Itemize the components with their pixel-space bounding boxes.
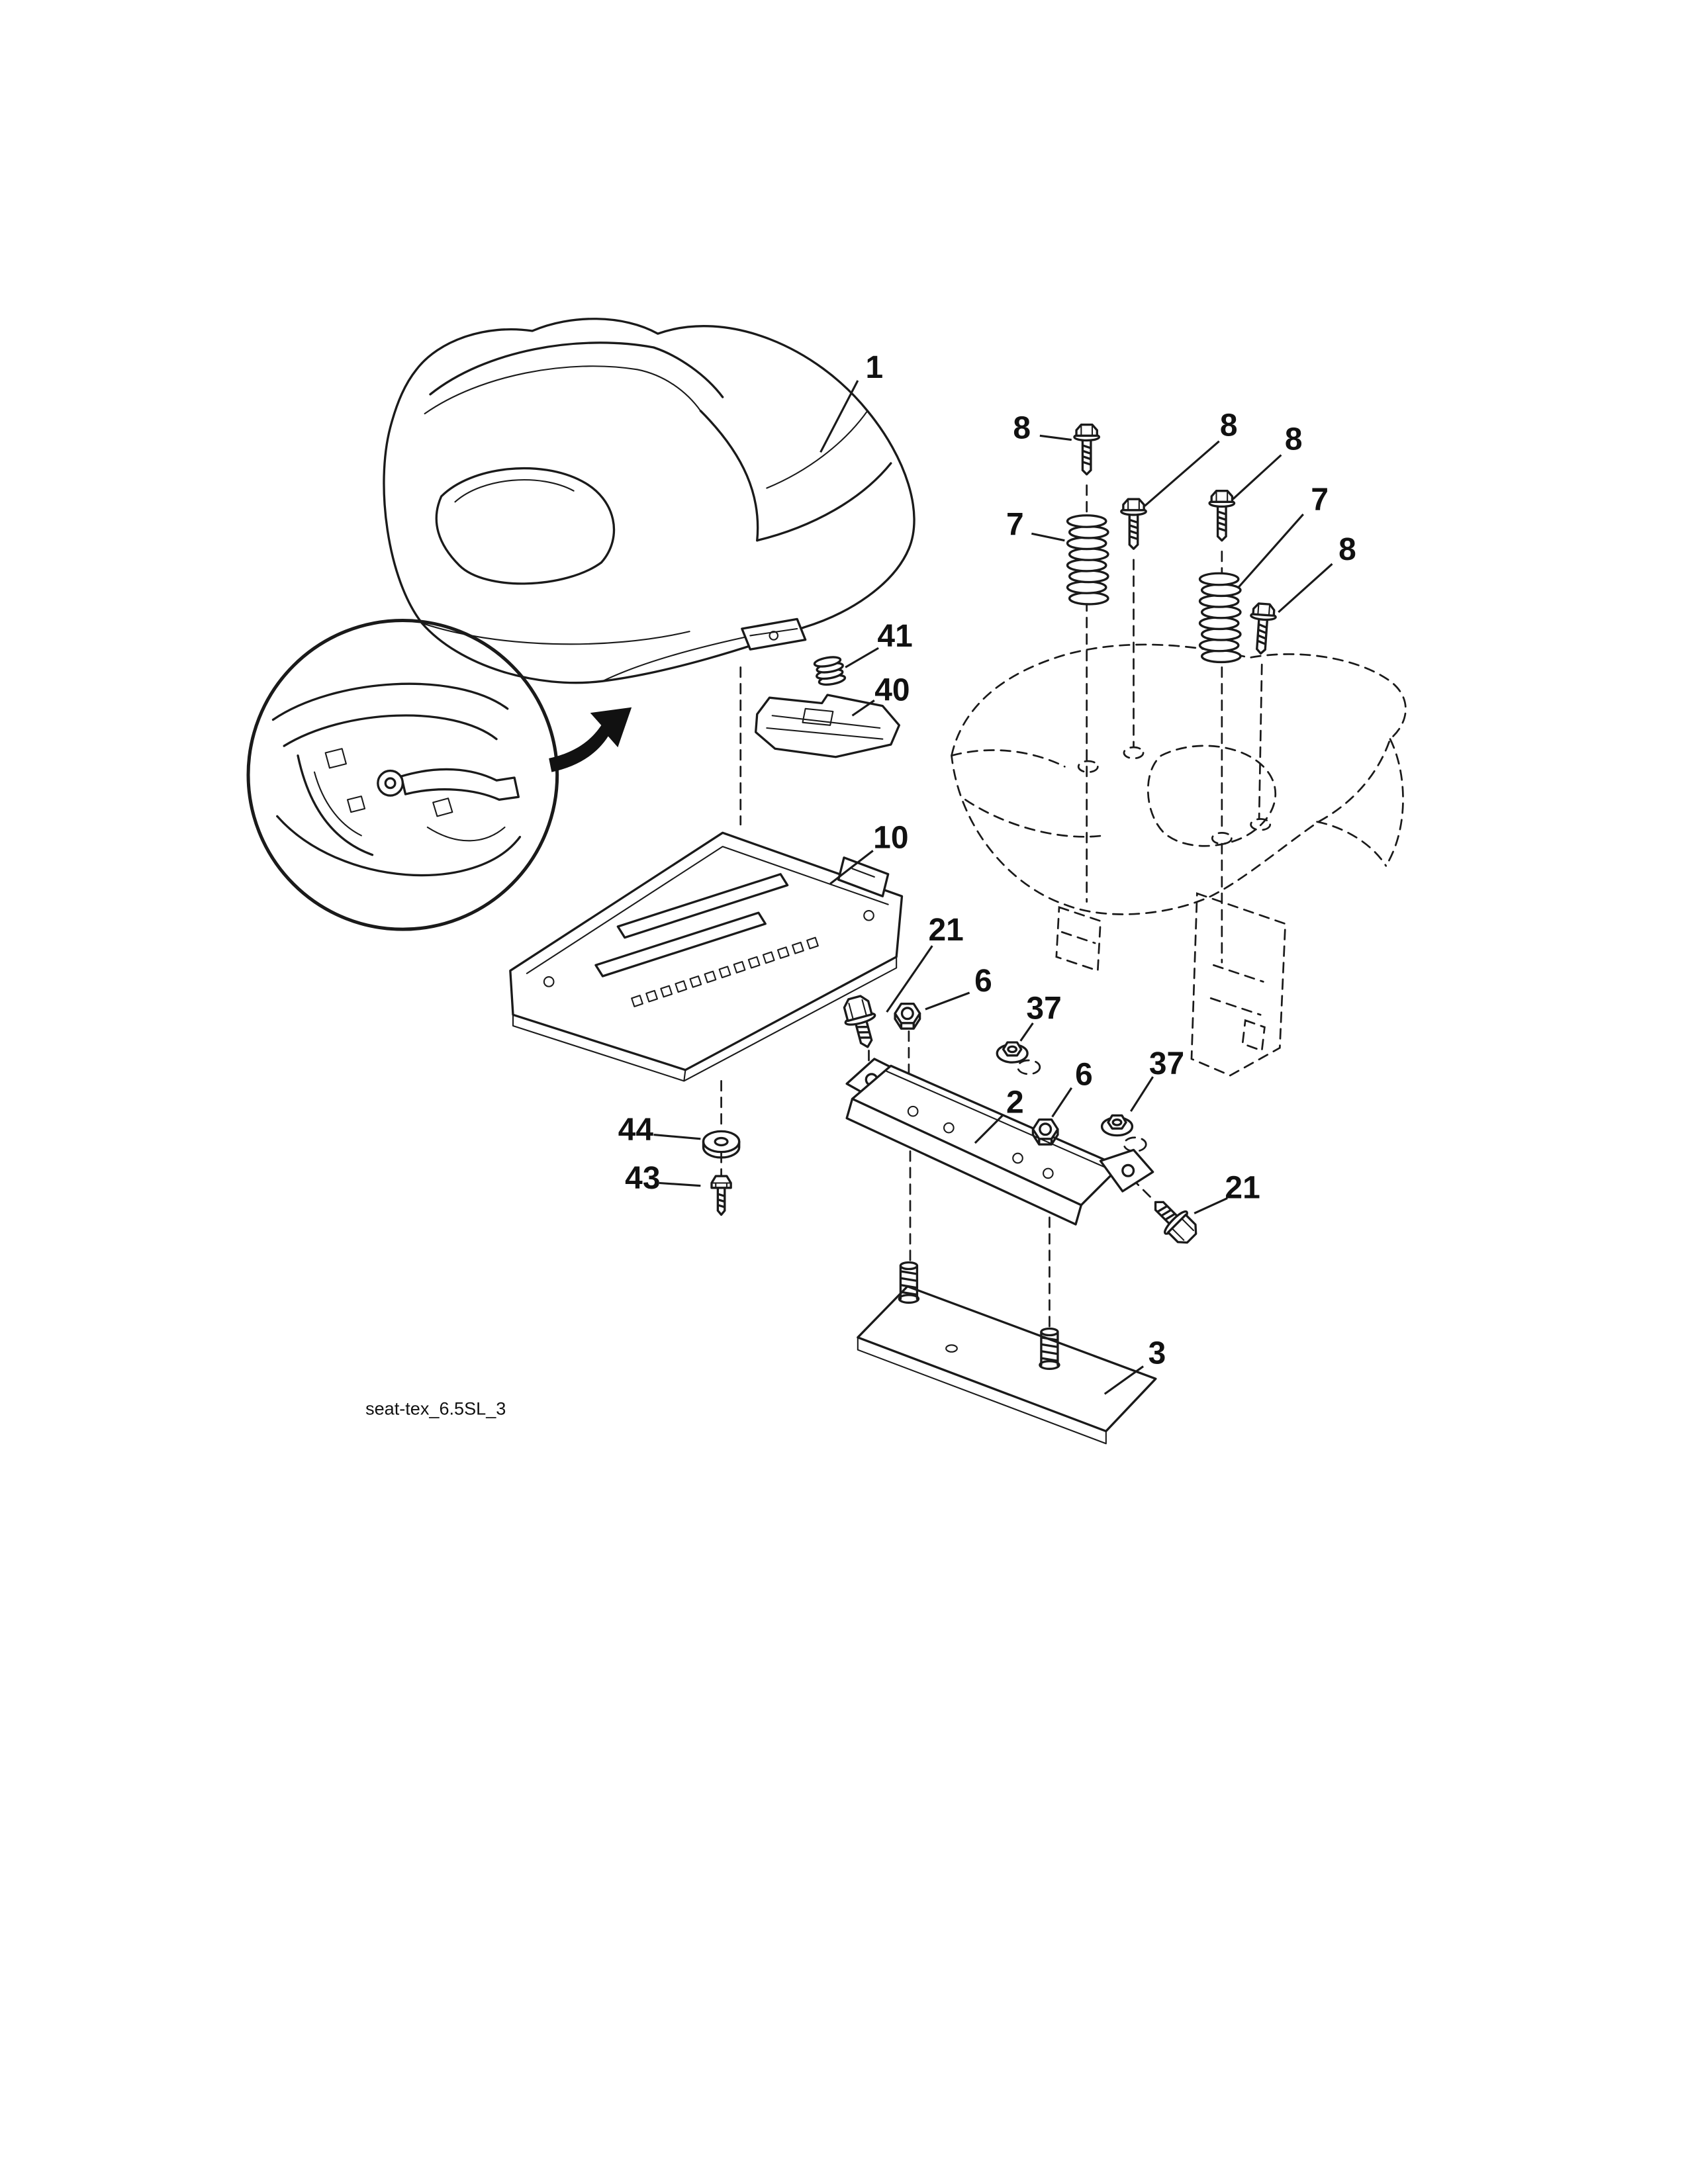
bolt-part-8-a — [1073, 424, 1101, 476]
callout-label-2: 2 — [1006, 1085, 1024, 1120]
callout-label-21: 21 — [929, 913, 964, 948]
callout-leader-8 — [1278, 563, 1333, 614]
callout-label-3: 3 — [1149, 1336, 1166, 1371]
diagram-code: seat-tex_6.5SL_3 — [365, 1398, 506, 1419]
seat-bracket-part-2 — [845, 1058, 1154, 1226]
callout-label-8: 8 — [1338, 532, 1356, 567]
latch-plate-part-40 — [755, 694, 901, 758]
callout-label-6: 6 — [974, 964, 992, 999]
callout-leader-41 — [845, 647, 879, 668]
callout-label-37: 37 — [1026, 991, 1061, 1026]
callout-label-8: 8 — [1013, 411, 1031, 446]
callout-leader-6 — [1051, 1087, 1073, 1118]
callout-leader-37 — [1130, 1076, 1154, 1113]
callout-label-44: 44 — [618, 1113, 654, 1148]
shoulder-bolt-part-21-a — [839, 992, 884, 1052]
callout-leader-3 — [1103, 1365, 1144, 1395]
callout-leader-7 — [1031, 532, 1065, 542]
locknut-part-37-a — [996, 1041, 1029, 1064]
callout-leader-40 — [851, 700, 875, 717]
callout-label-7: 7 — [1311, 482, 1329, 518]
spring-part-41 — [812, 654, 847, 688]
callout-leader-21 — [1194, 1197, 1228, 1214]
nut-part-6-a — [894, 1002, 921, 1030]
callout-leader-21 — [886, 945, 933, 1013]
callout-label-8: 8 — [1285, 422, 1303, 457]
callout-label-41: 41 — [877, 619, 912, 654]
callout-leader-37 — [1019, 1022, 1034, 1042]
callout-label-37: 37 — [1149, 1046, 1184, 1081]
spring-part-7-b — [1198, 572, 1242, 664]
locknut-part-37-b — [1100, 1114, 1134, 1137]
bolt-part-8-d — [1247, 602, 1278, 656]
bolt-part-43 — [710, 1175, 732, 1216]
callout-label-21: 21 — [1225, 1171, 1260, 1206]
callout-label-6: 6 — [1075, 1058, 1093, 1093]
callout-label-40: 40 — [874, 672, 910, 707]
callout-label-10: 10 — [873, 820, 908, 855]
callout-leader-10 — [829, 850, 874, 885]
mount-plate-part-3 — [857, 1261, 1157, 1445]
callout-leader-6 — [925, 991, 970, 1011]
seat-pan-part-10 — [509, 831, 904, 1082]
callout-leader-8 — [1144, 440, 1220, 507]
seat-latch-detail-circle — [246, 619, 559, 931]
callout-leader-2 — [974, 1115, 1004, 1144]
callout-leader-7 — [1237, 514, 1304, 588]
bolt-part-8-b — [1120, 498, 1147, 550]
callout-label-43: 43 — [625, 1161, 660, 1196]
callout-leader-43 — [659, 1181, 701, 1187]
bolt-part-8-c — [1208, 490, 1236, 542]
chassis-dashed-outline — [951, 643, 1407, 1077]
seat-part-1-drawing — [383, 318, 915, 684]
callout-label-1: 1 — [866, 350, 884, 385]
callout-leader-8 — [1039, 434, 1072, 441]
callout-label-8: 8 — [1220, 408, 1238, 443]
spring-part-7-a — [1066, 514, 1109, 606]
callout-leader-8 — [1232, 454, 1282, 500]
shoulder-bolt-part-21-b — [1143, 1190, 1203, 1250]
zoom-arrow-icon — [549, 707, 632, 772]
callout-leader-44 — [653, 1134, 701, 1140]
callout-leader-1 — [820, 380, 859, 453]
callout-label-7: 7 — [1006, 507, 1024, 542]
